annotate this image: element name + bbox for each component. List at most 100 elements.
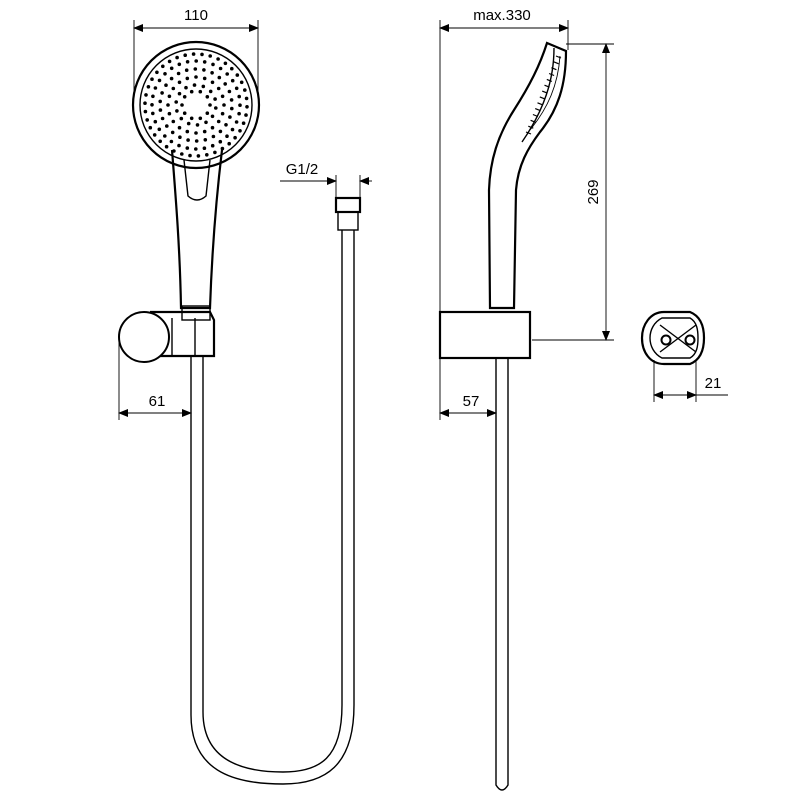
nozzle-dot (189, 89, 194, 94)
nozzle-dot (220, 94, 225, 99)
nozzle-dot (230, 127, 235, 132)
nozzle-dot (178, 135, 182, 139)
nozzle-dot (184, 68, 189, 72)
nozzle-dot (185, 146, 190, 150)
nozzle-dot (245, 105, 249, 109)
shower-hose (190, 196, 362, 785)
front-view-wall-holder (118, 310, 216, 363)
face-tick (539, 96, 546, 100)
nozzle-dot (185, 60, 190, 64)
nozzle-dot (237, 94, 241, 99)
nozzle-dot (186, 121, 191, 126)
nozzle-dot (229, 98, 234, 102)
dim-holder-projection-side-label: 57 (463, 393, 480, 410)
nozzle-dot (179, 116, 184, 121)
nozzle-dot (216, 119, 221, 124)
nozzle-dot (227, 141, 231, 146)
nozzle-dot (155, 70, 159, 75)
nozzle-dot (228, 115, 232, 119)
nozzle-dot (150, 77, 154, 81)
nozzle-dot (158, 108, 163, 112)
face-tick (544, 84, 550, 88)
nozzle-dot (145, 118, 149, 122)
nozzle-dot (201, 84, 206, 89)
face-tick (553, 61, 559, 65)
nozzle-dot (191, 52, 196, 56)
nozzle-dot (238, 103, 242, 107)
nozzle-dot (174, 100, 178, 104)
nozzle-dot (167, 94, 172, 99)
dim-head-diameter-label: 110 (184, 7, 208, 24)
dim-connector-thread-label: G1/2 (286, 161, 319, 178)
nozzle-dot (216, 57, 220, 61)
nozzle-dot (204, 120, 208, 125)
nozzle-dot (198, 89, 203, 94)
front-view-hand-shower (131, 40, 261, 321)
nozzle-dot (223, 61, 228, 66)
nozzle-pattern (143, 52, 249, 158)
nozzle-dot (225, 134, 229, 138)
face-tick (530, 119, 536, 123)
nozzle-dot (210, 114, 215, 119)
nozzle-dot (169, 66, 174, 71)
nozzle-dot (169, 139, 174, 144)
nozzle-dot (210, 143, 215, 148)
dim-max-height-label: max.330 (473, 7, 531, 24)
nozzle-dot (192, 83, 197, 87)
nozzle-dot (235, 73, 240, 77)
nozzle-dot (202, 129, 207, 134)
nozzle-dot (243, 88, 247, 92)
nozzle-dot (160, 116, 165, 121)
nozzle-dot (177, 125, 182, 130)
nozzle-dot (224, 123, 228, 127)
nozzle-dot (227, 89, 232, 94)
nozzle-dot (171, 119, 176, 124)
nozzle-dot (233, 135, 237, 140)
face-tick (546, 78, 553, 82)
nozzle-dot (203, 138, 208, 142)
nozzle-dot (193, 67, 198, 71)
nozzle-dot (194, 75, 198, 79)
face-tick (532, 113, 539, 118)
nozzle-dot (211, 62, 215, 67)
nozzle-dot (210, 71, 214, 75)
nozzle-dot (152, 133, 157, 137)
nozzle-dot (210, 125, 215, 130)
nozzle-dot (177, 62, 182, 67)
nozzle-dot (200, 52, 204, 57)
nozzle-dot (218, 129, 223, 134)
nozzle-dot (153, 119, 158, 124)
nozzle-dot (210, 80, 215, 85)
nozzle-dot (182, 111, 187, 115)
bracket-detail (640, 310, 706, 366)
face-tick (528, 125, 534, 129)
nozzle-dot (208, 89, 213, 94)
nozzle-dot (176, 71, 181, 76)
nozzle-dot (166, 103, 170, 107)
nozzle-dot (230, 66, 234, 71)
nozzle-dot (230, 78, 235, 83)
nozzle-dot (222, 103, 226, 107)
nozzle-dot (163, 72, 167, 76)
nozzle-dot (170, 130, 175, 135)
nozzle-dot (177, 80, 182, 85)
nozzle-dot (169, 76, 174, 81)
nozzle-dot (211, 134, 216, 139)
nozzle-dot (167, 59, 172, 64)
nozzle-dot (218, 66, 223, 71)
nozzle-dot (167, 111, 172, 116)
nozzle-dot (202, 60, 207, 64)
nozzle-dot (185, 76, 190, 81)
nozzle-dot (213, 150, 217, 155)
nozzle-dot (189, 116, 194, 121)
nozzle-dot (143, 109, 148, 114)
nozzle-dot (202, 146, 207, 150)
nozzle-dot (186, 138, 190, 142)
nozzle-dot (239, 80, 244, 85)
dim-bracket-depth-label: 21 (705, 375, 722, 392)
nozzle-dot (194, 139, 199, 143)
nozzle-dot (158, 99, 162, 104)
dim-handset-length-label: 269 (585, 179, 602, 204)
nozzle-dot (230, 106, 234, 111)
